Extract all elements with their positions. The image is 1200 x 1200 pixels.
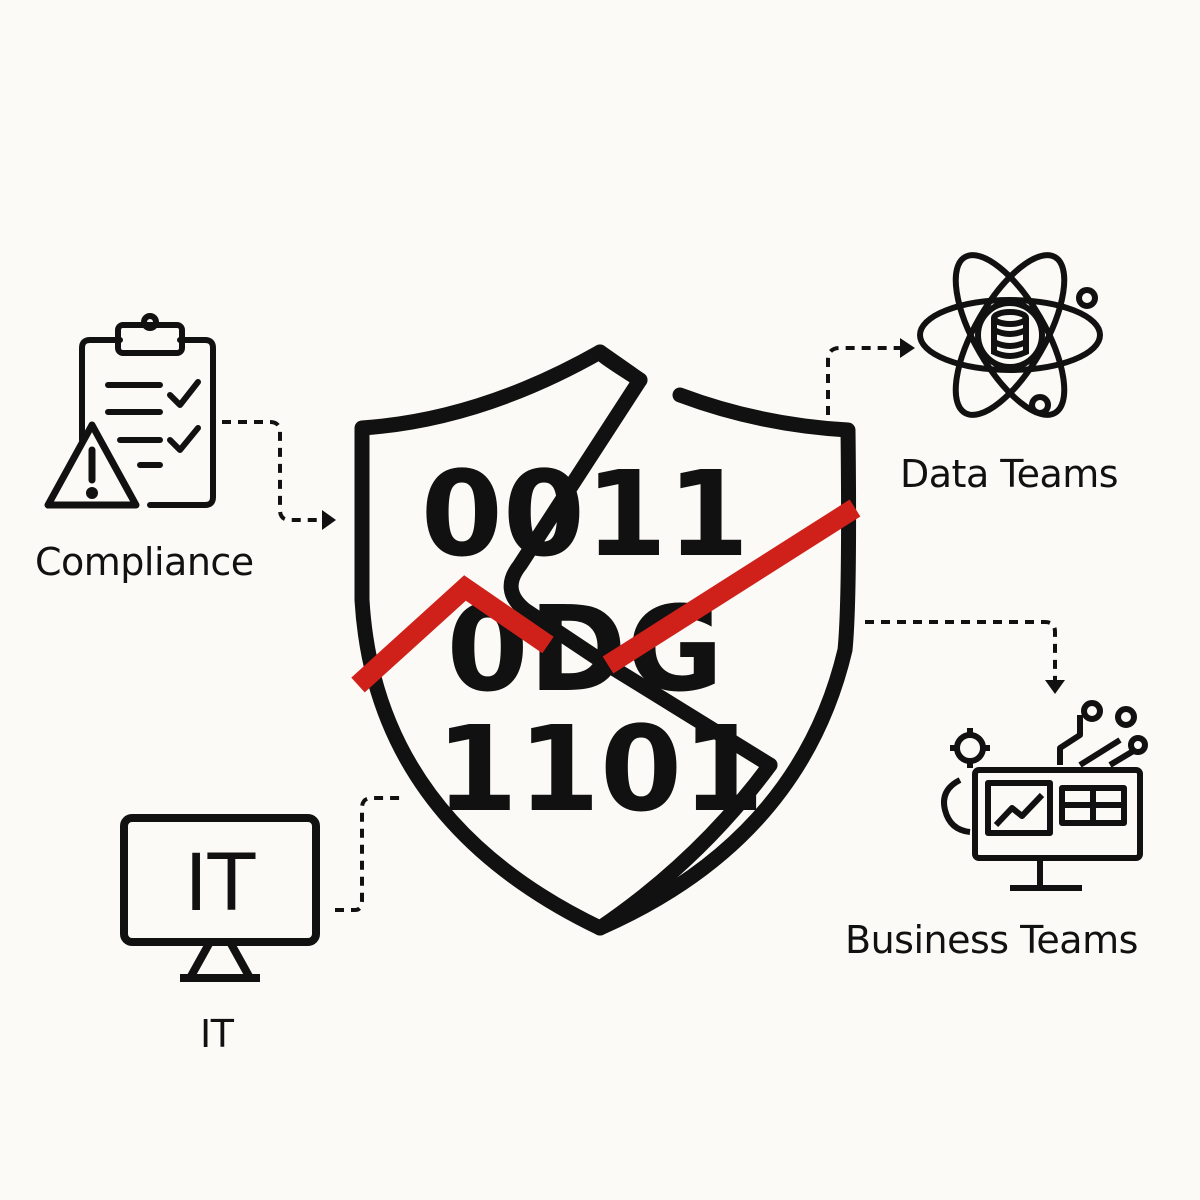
- data-teams-label: Data Teams: [900, 452, 1119, 496]
- clipboard-warning-icon: [44, 313, 216, 509]
- it-screen-text: IT: [185, 839, 256, 929]
- atom-database-icon: [917, 252, 1103, 418]
- connector-compliance-shield: [222, 420, 322, 522]
- shield-icon: 0011 0DG 1101: [351, 344, 861, 936]
- shield-binary-line-3: 1101: [436, 700, 764, 838]
- arrowhead-icon: [900, 338, 915, 358]
- business-teams-label: Business Teams: [845, 918, 1138, 962]
- arrowhead-icon: [322, 510, 336, 530]
- shield-binary-line-1: 0011: [421, 445, 749, 583]
- connector-shield-data-teams: [826, 346, 900, 415]
- connector-shield-business-teams: [865, 620, 1057, 680]
- red-trend-line: [351, 499, 861, 693]
- arrowhead-icon: [1045, 680, 1065, 694]
- it-label: IT: [200, 1012, 234, 1056]
- dashboard-monitor-icon: [941, 700, 1148, 891]
- monitor-icon: [120, 814, 320, 982]
- connector-it-shield: [335, 796, 405, 912]
- compliance-label: Compliance: [35, 540, 254, 584]
